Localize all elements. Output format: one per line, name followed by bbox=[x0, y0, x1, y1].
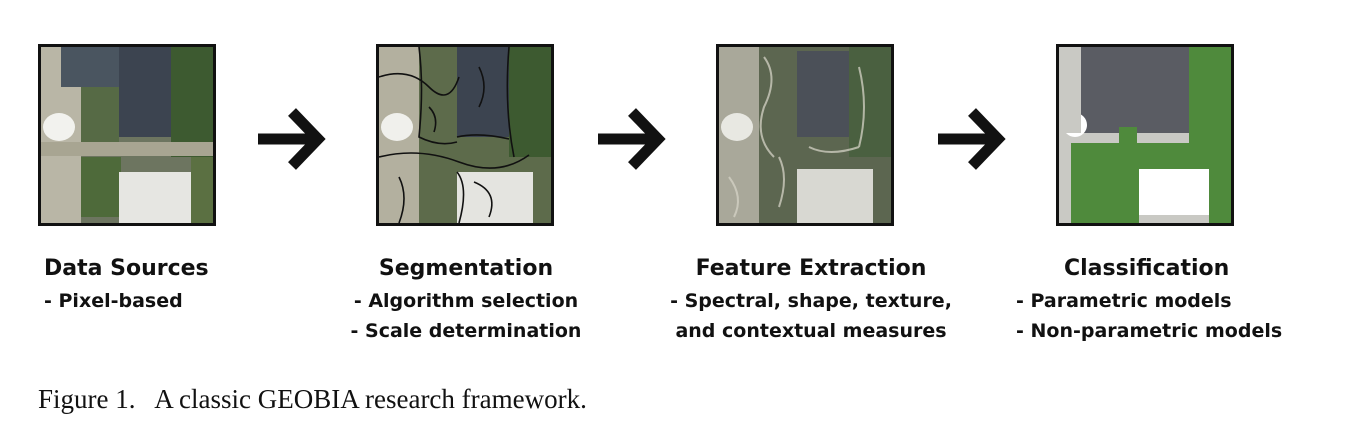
figure-caption: Figure 1. A classic GEOBIA research fram… bbox=[38, 384, 587, 415]
aerial-image-panel bbox=[38, 44, 216, 226]
caption-number: Figure 1. bbox=[38, 384, 136, 414]
step-item: - Scale determination bbox=[350, 320, 582, 342]
step-item: - Algorithm selection bbox=[353, 290, 579, 312]
step-title: Feature Extraction bbox=[695, 256, 927, 281]
step-item: - Parametric models bbox=[1016, 290, 1232, 312]
step-title: Data Sources bbox=[44, 256, 209, 281]
arrow-right-icon bbox=[258, 108, 326, 170]
step-item: and contextual measures bbox=[675, 320, 947, 342]
step-segmentation: Segmentation - Algorithm selection - Sca… bbox=[316, 252, 616, 346]
segmentation-image-panel bbox=[376, 44, 554, 226]
step-item: - Pixel-based bbox=[44, 290, 183, 312]
classification-map bbox=[1059, 47, 1231, 223]
feature-extraction-image bbox=[719, 47, 891, 223]
step-item: - Spectral, shape, texture, bbox=[670, 290, 952, 312]
step-data-sources: Data Sources - Pixel-based bbox=[44, 252, 344, 316]
step-title: Segmentation bbox=[378, 256, 554, 281]
arrow-right-icon bbox=[598, 108, 666, 170]
classification-map-panel bbox=[1056, 44, 1234, 226]
step-item: - Non-parametric models bbox=[1016, 320, 1283, 342]
step-feature-extraction: Feature Extraction - Spectral, shape, te… bbox=[661, 252, 961, 346]
feature-extraction-image-panel bbox=[716, 44, 894, 226]
aerial-image bbox=[41, 47, 213, 223]
arrow-right-icon bbox=[938, 108, 1006, 170]
step-classification: Classification - Parametric models - Non… bbox=[1016, 252, 1336, 346]
caption-text: A classic GEOBIA research framework. bbox=[154, 384, 587, 414]
step-title: Classification bbox=[1064, 256, 1230, 281]
segmentation-image bbox=[379, 47, 551, 223]
